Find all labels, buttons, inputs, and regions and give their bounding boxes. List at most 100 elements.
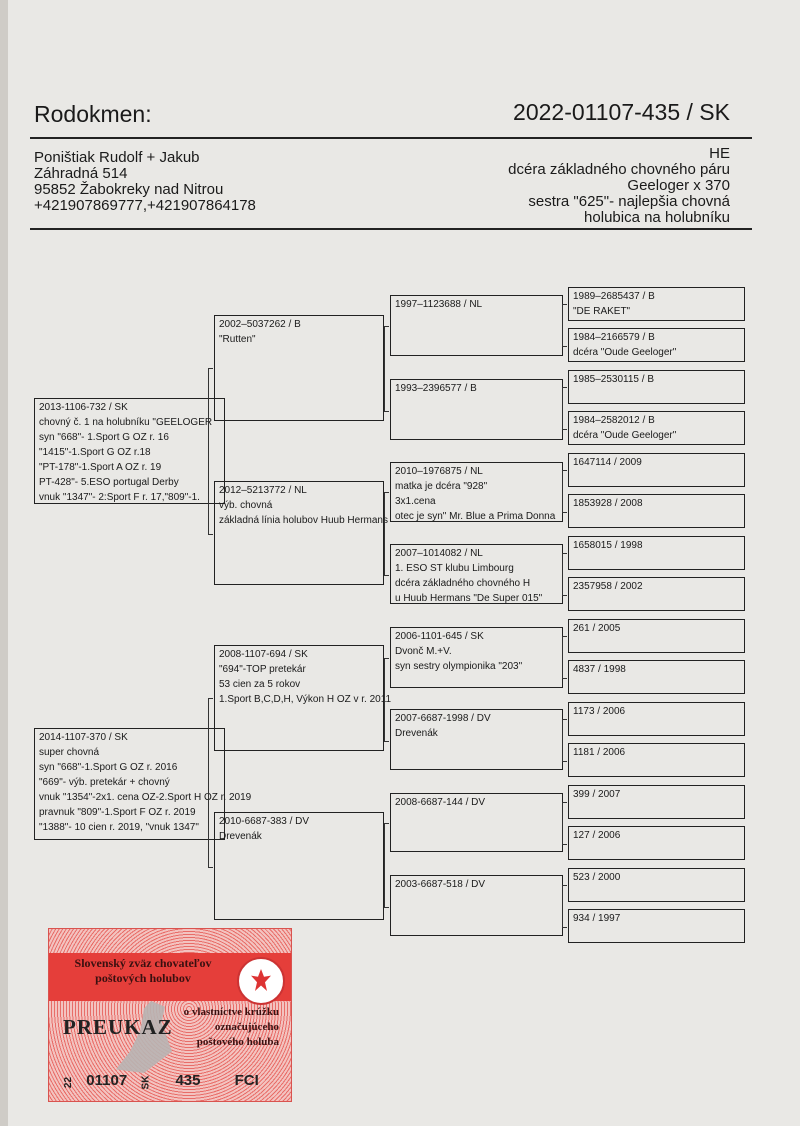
document-title: Rodokmen:: [34, 101, 152, 127]
pedigree-box-gen4: 1173 / 2006: [568, 702, 745, 736]
pedigree-box-gen4: 1658015 / 1998: [568, 536, 745, 570]
card-number: 01107: [86, 1072, 128, 1089]
pedigree-line: "1388"- 10 cien r. 2019, "vnuk 1347": [39, 822, 199, 833]
pedigree-line: 1.Sport B,C,D,H, Výkon H OZ v r. 2011: [219, 694, 392, 705]
description-line: HE: [709, 145, 730, 162]
pedigree-line: super chovná: [39, 747, 100, 758]
card-fci: FCI: [234, 1072, 259, 1089]
pedigree-box-gen4: 1647114 / 2009: [568, 453, 745, 487]
pedigree-line: PT-428"- 5.ESO portugal Derby: [39, 477, 179, 488]
card-subtitle: o vlastníctve krúžku označujúceho poštov…: [184, 1005, 279, 1050]
pedigree-line: otec je syn" Mr. Blue a Prima Donna: [395, 511, 556, 522]
pedigree-connector: [562, 636, 567, 679]
pedigree-line: "DE RAKET": [573, 306, 631, 317]
pedigree-line: 2010–1976875 / NL: [395, 466, 483, 477]
pedigree-line: pravnuk "809"-1.Sport F OZ r. 2019: [39, 807, 196, 818]
pedigree-box-gen4: 523 / 2000: [568, 868, 745, 902]
pedigree-box-gen4: 2357958 / 2002: [568, 577, 745, 611]
owner-name: Poništiak Rudolf + Jakub: [34, 149, 200, 166]
pedigree-connector: [562, 719, 567, 762]
pedigree-line: "669"- výb. pretekár + chovný: [39, 777, 170, 788]
pedigree-connector: [208, 698, 213, 868]
pedigree-line: 1993–2396577 / B: [395, 383, 477, 394]
description-line: sestra "625"- najlepšia chovná: [528, 193, 730, 210]
pedigree-line: 2010-6687-383 / DV: [219, 816, 310, 827]
owner-city: 95852 Žabokreky nad Nitrou: [34, 181, 224, 198]
card-title: PREUKAZ: [63, 1015, 173, 1039]
pedigree-line: Drevenák: [219, 831, 262, 842]
pedigree-line: 2008-6687-144 / DV: [395, 797, 486, 808]
pedigree-line: 2008-1107-694 / SK: [219, 649, 308, 660]
pedigree-line: "1415"-1.Sport G OZ r.18: [39, 447, 151, 458]
pedigree-box-gen4: 1985–2530115 / B: [568, 370, 745, 404]
owner-street: Záhradná 514: [34, 165, 128, 182]
header-divider: [30, 137, 752, 139]
pedigree-line: 1997–1123688 / NL: [395, 299, 483, 310]
pedigree-connector: [562, 885, 567, 928]
pedigree-box-gen3: 2010–1976875 / NL matka je dcéra "928" 3x1…: [390, 462, 563, 522]
pedigree-line: syn "668"-1.Sport G OZ r. 2016: [39, 762, 178, 773]
pedigree-line: 2002–5037262 / B: [219, 319, 301, 330]
pedigree-box-gen3: 2003-6687-518 / DV: [390, 875, 563, 936]
pedigree-box-gen4: 1984–2582012 / B dcéra "Oude Geeloger": [568, 411, 745, 445]
card-organization: Slovenský zväz chovateľov poštových holu…: [74, 956, 212, 985]
pedigree-line: 1853928 / 2008: [573, 498, 643, 509]
pedigree-line: 1647114 / 2009: [573, 457, 642, 468]
pedigree-line: u Huub Hermans "De Super 015": [395, 593, 543, 604]
pedigree-line: 2003-6687-518 / DV: [395, 879, 486, 890]
pedigree-line: 261 / 2005: [573, 623, 621, 634]
pedigree-line: 1. ESO ST klubu Limbourg: [395, 563, 514, 574]
pedigree-line: základná línia holubov Huub Hermans: [219, 515, 388, 526]
pedigree-line: 1181 / 2006: [573, 747, 626, 758]
description-line: dcéra základného chovného páru: [508, 161, 730, 178]
pedigree-connector: [562, 470, 567, 513]
pedigree-line: 1989–2685437 / B: [573, 291, 655, 302]
card-serial: 435: [175, 1072, 201, 1089]
pedigree-line: 53 cien za 5 rokov: [219, 679, 301, 690]
pedigree-line: 399 / 2007: [573, 789, 621, 800]
pedigree-box-gen3: 2007-6687-1998 / DV Drevenák: [390, 709, 563, 770]
pedigree-line: syn "668"- 1.Sport G OZ r. 16: [39, 432, 169, 443]
pedigree-line: 1984–2166579 / B: [573, 332, 655, 343]
pedigree-line: vnuk "1354"-2x1. cena OZ-2.Sport H OZ r.…: [39, 792, 252, 803]
pedigree-line: dcéra "Oude Geeloger": [573, 430, 677, 441]
address-divider: [30, 228, 752, 230]
pedigree-connector: [562, 304, 567, 347]
pedigree-line: výb. chovná: [219, 500, 273, 511]
pedigree-box-gen3: 1993–2396577 / B: [390, 379, 563, 440]
pedigree-box-gen2: 2010-6687-383 / DV Drevenák: [214, 812, 384, 920]
pedigree-box-gen2: 2002–5037262 / B"Rutten": [214, 315, 384, 421]
pedigree-connector: [562, 387, 567, 430]
description-line: Geeloger x 370: [627, 177, 730, 194]
card-subtitle-line: označujúceho: [214, 1021, 279, 1033]
pedigree-line: 1984–2582012 / B: [573, 415, 655, 426]
pedigree-connector: [384, 325, 389, 412]
pedigree-box-gen3: 2008-6687-144 / DV: [390, 793, 563, 852]
pedigree-line: matka je dcéra "928": [395, 481, 488, 492]
card-year: 22: [63, 1076, 75, 1089]
pedigree-box-gen3: 1997–1123688 / NL: [390, 295, 563, 356]
pedigree-box-gen4: 261 / 2005: [568, 619, 745, 653]
card-country: SK: [140, 1075, 152, 1090]
pedigree-line: 2014-1107-370 / SK: [39, 732, 128, 743]
pedigree-box-gen4: 4837 / 1998: [568, 660, 745, 694]
pedigree-line: vnuk "1347"- 2:Sport F r. 17,"809"-1.: [39, 492, 200, 503]
pedigree-box-gen4: 1181 / 2006: [568, 743, 745, 777]
pedigree-box-gen4: 1989–2685437 / B "DE RAKET": [568, 287, 745, 321]
pedigree-box-gen4: 934 / 1997: [568, 909, 745, 943]
pedigree-connector: [384, 657, 389, 742]
pedigree-connector: [562, 553, 567, 596]
pedigree-line: 2007-6687-1998 / DV: [395, 713, 491, 724]
pedigree-line: 523 / 2000: [573, 872, 621, 883]
pedigree-line: 2013-1106-732 / SK: [39, 402, 128, 413]
pedigree-line: 127 / 2006: [573, 830, 621, 841]
pedigree-line: 1658015 / 1998: [573, 540, 643, 551]
pedigree-box-gen4: 1853928 / 2008: [568, 494, 745, 528]
pedigree-line: 3x1.cena: [395, 496, 436, 507]
pedigree-line: Drevenák: [395, 728, 438, 739]
